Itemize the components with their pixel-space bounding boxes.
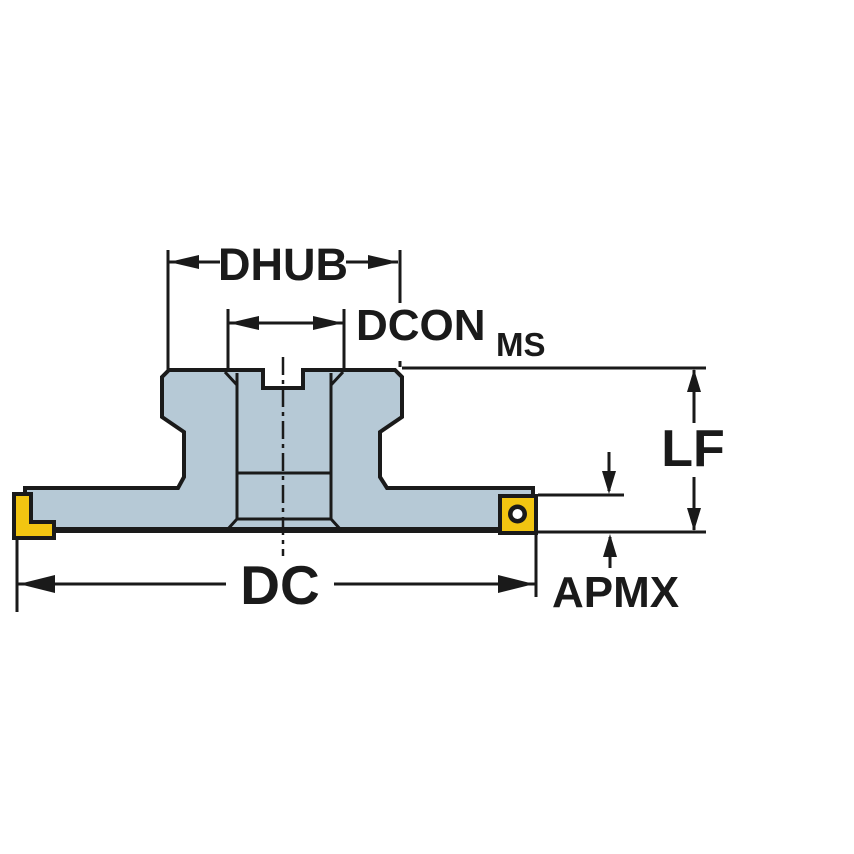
dc-arrowhead-left xyxy=(19,575,55,593)
lf-label: LF xyxy=(661,420,725,478)
bore-chamfer-bottom-right xyxy=(329,517,343,532)
lf-arrowhead-down xyxy=(687,508,701,531)
dimension-apmx: APMX xyxy=(538,452,679,617)
lf-arrowhead-up xyxy=(687,369,701,392)
dcon-label-background xyxy=(350,303,570,361)
dimension-dc: DC xyxy=(15,534,538,616)
dimension-lf: LF xyxy=(402,366,725,534)
cutting-inserts-group xyxy=(12,492,538,540)
dhub-label: DHUB xyxy=(218,239,348,290)
bore-chamfer-top-left xyxy=(223,370,239,387)
left-insert xyxy=(12,492,56,540)
dcon-arrowhead-right xyxy=(313,316,343,330)
dcon-label: DCON xyxy=(356,301,486,350)
apmx-arrowhead-up xyxy=(603,534,617,557)
dcon-subscript-label: MS xyxy=(496,326,546,363)
cutter-body-group xyxy=(23,368,535,533)
dimension-dcon: DCON MS xyxy=(226,301,570,369)
apmx-arrowhead-down xyxy=(602,471,616,494)
bore-chamfer-top-right xyxy=(329,370,345,387)
insert-screw-hole-center xyxy=(512,509,523,519)
dimension-dhub: DHUB xyxy=(166,239,402,370)
dc-arrowhead-right xyxy=(498,575,534,593)
dhub-arrowhead-left xyxy=(169,255,199,269)
dc-label: DC xyxy=(240,554,319,616)
apmx-label: APMX xyxy=(552,568,679,617)
bore-chamfer-bottom-left xyxy=(225,517,239,532)
cutter-body-outline xyxy=(23,368,535,533)
dcon-arrowhead-left xyxy=(229,316,259,330)
dhub-arrowhead-right xyxy=(368,255,398,269)
